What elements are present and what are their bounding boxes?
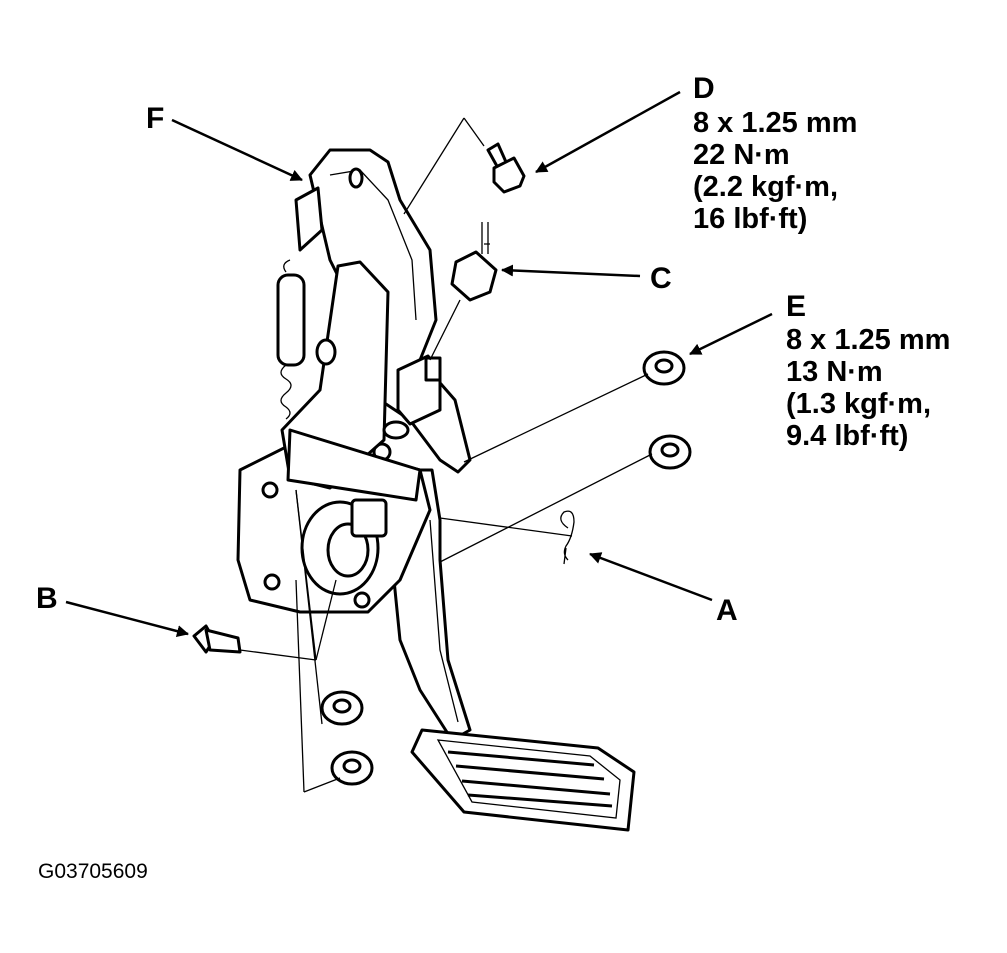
spec-d-torque-nm: 22 N·m (693, 139, 790, 171)
figure-id: G03705609 (38, 860, 148, 883)
arrow-a (589, 552, 713, 602)
label-a: A (716, 594, 738, 627)
arrow-e (689, 312, 773, 356)
spec-e-torque-lbf: 9.4 lbf·ft) (786, 420, 908, 452)
pin-b (192, 624, 242, 654)
spec-d-size: 8 x 1.25 mm (693, 107, 857, 139)
connector-c (429, 222, 498, 361)
main-bracket (280, 148, 472, 502)
spec-d-torque-kgf: (2.2 kgf·m, (693, 171, 838, 203)
arrow-f (171, 118, 303, 182)
nut-lower-1 (320, 690, 364, 726)
arrow-c (501, 264, 641, 278)
assembly-lines (239, 117, 653, 793)
return-spring (276, 259, 306, 420)
label-c: C (650, 262, 672, 295)
nut-e-upper (642, 350, 686, 386)
position-switch (382, 354, 442, 440)
bolt-d (486, 142, 526, 194)
spec-e-torque-kgf: (1.3 kgf·m, (786, 388, 931, 420)
nut-e-lower (648, 434, 692, 470)
spec-d-torque-lbf: 16 lbf·ft) (693, 203, 807, 235)
arrow-b (65, 600, 189, 638)
pedal-pad (410, 728, 636, 832)
spec-e-torque-nm: 13 N·m (786, 356, 883, 388)
label-e: E (786, 290, 806, 323)
label-d: D (693, 72, 715, 105)
arrow-d (535, 90, 681, 174)
clip-a (560, 510, 575, 565)
label-f: F (146, 102, 164, 135)
spec-e-size: 8 x 1.25 mm (786, 324, 950, 356)
label-b: B (36, 582, 58, 615)
nut-lower-2 (330, 750, 374, 786)
callout-arrows (65, 90, 773, 638)
